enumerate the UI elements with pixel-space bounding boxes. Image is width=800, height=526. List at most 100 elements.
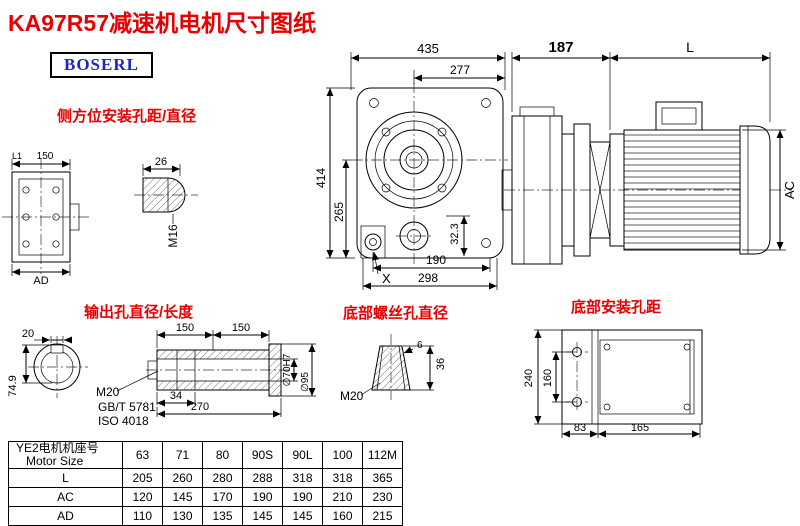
- input-bore-outer-circle: [365, 111, 463, 209]
- motor-size-table: YE2电机机座号 Motor Size 63 71 80 90S 90L 100…: [8, 441, 403, 526]
- main-dim-32-3: 32.3: [449, 223, 461, 244]
- table-row-ac: AC 120 145 170 190 190 210 230: [8, 487, 403, 507]
- page-title: KA97R57减速机电机尺寸图纸: [8, 10, 316, 36]
- output-dim-74-9: 74.9: [7, 375, 19, 396]
- standard-gb: GB/T 5781: [98, 400, 156, 414]
- flange-dim-l1: L1: [12, 151, 22, 161]
- flange-bolt-hole: [22, 186, 30, 194]
- motor-body: [623, 129, 741, 251]
- table-cell: 280: [202, 468, 243, 488]
- table-cell: 230: [362, 487, 403, 507]
- table-col-header: 90L: [282, 441, 323, 469]
- mount-dim-160: 160: [542, 369, 554, 387]
- table-cell: 135: [202, 506, 243, 526]
- main-dim-435: 435: [417, 41, 439, 56]
- table-cell: 190: [242, 487, 283, 507]
- output-dim-150a: 150: [176, 322, 194, 334]
- output-shaft-view: 输出孔直径/长度 20 74.9 150 150: [7, 303, 316, 428]
- table-cell: 170: [202, 487, 243, 507]
- side-mount-section-label: 侧方位安装孔距/直径: [57, 107, 196, 125]
- table-cell: 318: [322, 468, 363, 488]
- table-cell: 365: [362, 468, 403, 488]
- side-flange-view: L1 150 AD: [2, 151, 90, 287]
- table-col-header: 63: [122, 441, 163, 469]
- output-thread-m20: M20: [96, 385, 120, 399]
- mount-dim-83: 83: [574, 422, 586, 434]
- shaft-end-cap: [268, 343, 282, 397]
- table-col-header: 80: [202, 441, 243, 469]
- table-cell: 145: [162, 487, 203, 507]
- flange-dim-ad: AD: [33, 275, 48, 287]
- table-cell: 215: [362, 506, 403, 526]
- output-dim-270: 270: [191, 401, 209, 413]
- hollow-shaft-end: [501, 169, 513, 211]
- mount-dim-165: 165: [631, 422, 649, 434]
- table-cell: 145: [242, 506, 283, 526]
- bottom-screw-section-label: 底部螺丝孔直径: [343, 304, 448, 322]
- table-row-label: AC: [8, 487, 123, 507]
- main-dim-190: 190: [426, 253, 446, 267]
- table-row-ad: AD 110 130 135 145 145 160 215: [8, 506, 403, 526]
- bottom-mount-view: 底部安装孔距 240 160 83 165: [523, 298, 703, 438]
- main-label-x: X: [382, 271, 391, 286]
- output-dim-150b: 150: [232, 322, 250, 334]
- main-front-view: X 435 277 414 265 32.3 190 298: [314, 41, 508, 290]
- table-cell: 120: [122, 487, 163, 507]
- side-view: 187 L AC: [501, 39, 797, 265]
- table-cell: 318: [282, 468, 323, 488]
- screw-thread-m20: M20: [340, 389, 364, 403]
- table-header-motor-size: YE2电机机座号 Motor Size: [8, 441, 123, 469]
- table-cell: 130: [162, 506, 203, 526]
- table-cell: 210: [322, 487, 363, 507]
- screw-dim-6: 6: [417, 340, 423, 351]
- gearbox-housing-outline: [356, 87, 504, 259]
- table-col-header: 90S: [242, 441, 283, 469]
- table-row-l: L 205 260 280 288 318 318 365: [8, 468, 403, 488]
- pin-dim-26: 26: [155, 156, 167, 168]
- table-header-en: Motor Size: [26, 454, 84, 468]
- mount-bracket-outline: [561, 329, 703, 425]
- table-col-header: 112M: [362, 441, 403, 469]
- table-cell: 160: [322, 506, 363, 526]
- output-dim-34: 34: [170, 390, 182, 402]
- pin-thread-m16: M16: [166, 224, 180, 248]
- table-row-label: AD: [8, 506, 123, 526]
- x-marked-hole: [364, 233, 382, 251]
- flange-dim-150: 150: [37, 151, 54, 162]
- standard-iso: ISO 4018: [98, 414, 149, 428]
- lower-bore-circle: [399, 221, 429, 251]
- table-col-header: 71: [162, 441, 203, 469]
- table-col-header: 100: [322, 441, 363, 469]
- bottom-screw-view: 底部螺丝孔直径 6 36 M20: [340, 304, 448, 403]
- fan-cover: [739, 125, 771, 255]
- main-dim-277: 277: [450, 63, 470, 77]
- brand-text: BOSERL: [64, 55, 139, 74]
- output-dim-d70: ∅70H7: [282, 353, 293, 386]
- output-dim-20: 20: [22, 328, 34, 340]
- bottom-mount-section-label: 底部安装孔距: [571, 298, 661, 316]
- mount-dim-240: 240: [523, 369, 535, 387]
- side-dim-l: L: [686, 39, 694, 55]
- table-cell: 190: [282, 487, 323, 507]
- output-section-label: 输出孔直径/长度: [84, 303, 194, 321]
- output-bore-circle: [33, 343, 81, 391]
- table-cell: 145: [282, 506, 323, 526]
- table-cell: 205: [122, 468, 163, 488]
- table-header-cn: YE2电机机座号: [16, 441, 99, 455]
- table-cell: 260: [162, 468, 203, 488]
- table-row-label: L: [8, 468, 123, 488]
- table-cell: 288: [242, 468, 283, 488]
- table-header-row: YE2电机机座号 Motor Size 63 71 80 90S 90L 100…: [8, 441, 403, 469]
- keyway: [50, 344, 64, 354]
- main-dim-265: 265: [332, 202, 346, 222]
- screw-dim-36: 36: [435, 358, 447, 370]
- side-shaft-detail: 侧方位安装孔距/直径 26 M16: [57, 107, 198, 248]
- main-dim-414: 414: [314, 168, 328, 188]
- main-dim-298: 298: [418, 271, 438, 285]
- table-cell: 110: [122, 506, 163, 526]
- side-dim-ac: AC: [782, 181, 797, 199]
- brand-logo: BOSERL: [50, 52, 153, 78]
- output-dim-d95: ∅95: [300, 372, 311, 392]
- terminal-box: [655, 101, 703, 131]
